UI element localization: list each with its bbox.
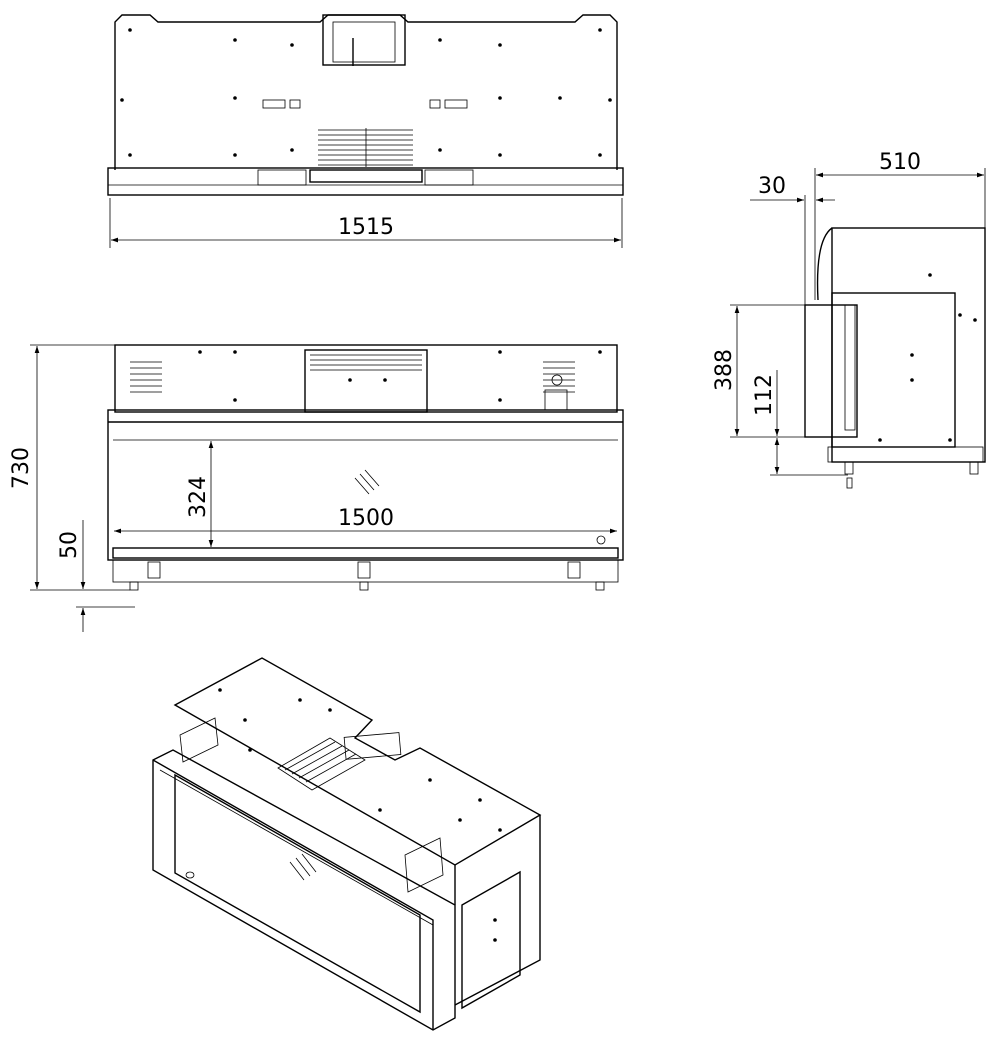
front-height-label: 730 [9, 447, 34, 489]
vent-grille [318, 128, 413, 167]
glass-height-label: 324 [186, 476, 211, 518]
frame-height-label: 388 [712, 349, 737, 391]
isometric-view [152, 657, 542, 1031]
side-view: 510 30 388 112 [712, 150, 986, 489]
top-view: 1515 [107, 14, 624, 248]
side-offset-label: 30 [758, 174, 786, 199]
feet [129, 561, 605, 591]
foot-height-label: 50 [57, 531, 82, 559]
side-depth-label: 510 [879, 150, 921, 175]
top-width-label: 1515 [338, 215, 394, 240]
front-view: 730 50 324 1500 [9, 344, 624, 632]
frame-bottom-label: 112 [752, 374, 777, 416]
glass-width-label: 1500 [338, 506, 394, 531]
